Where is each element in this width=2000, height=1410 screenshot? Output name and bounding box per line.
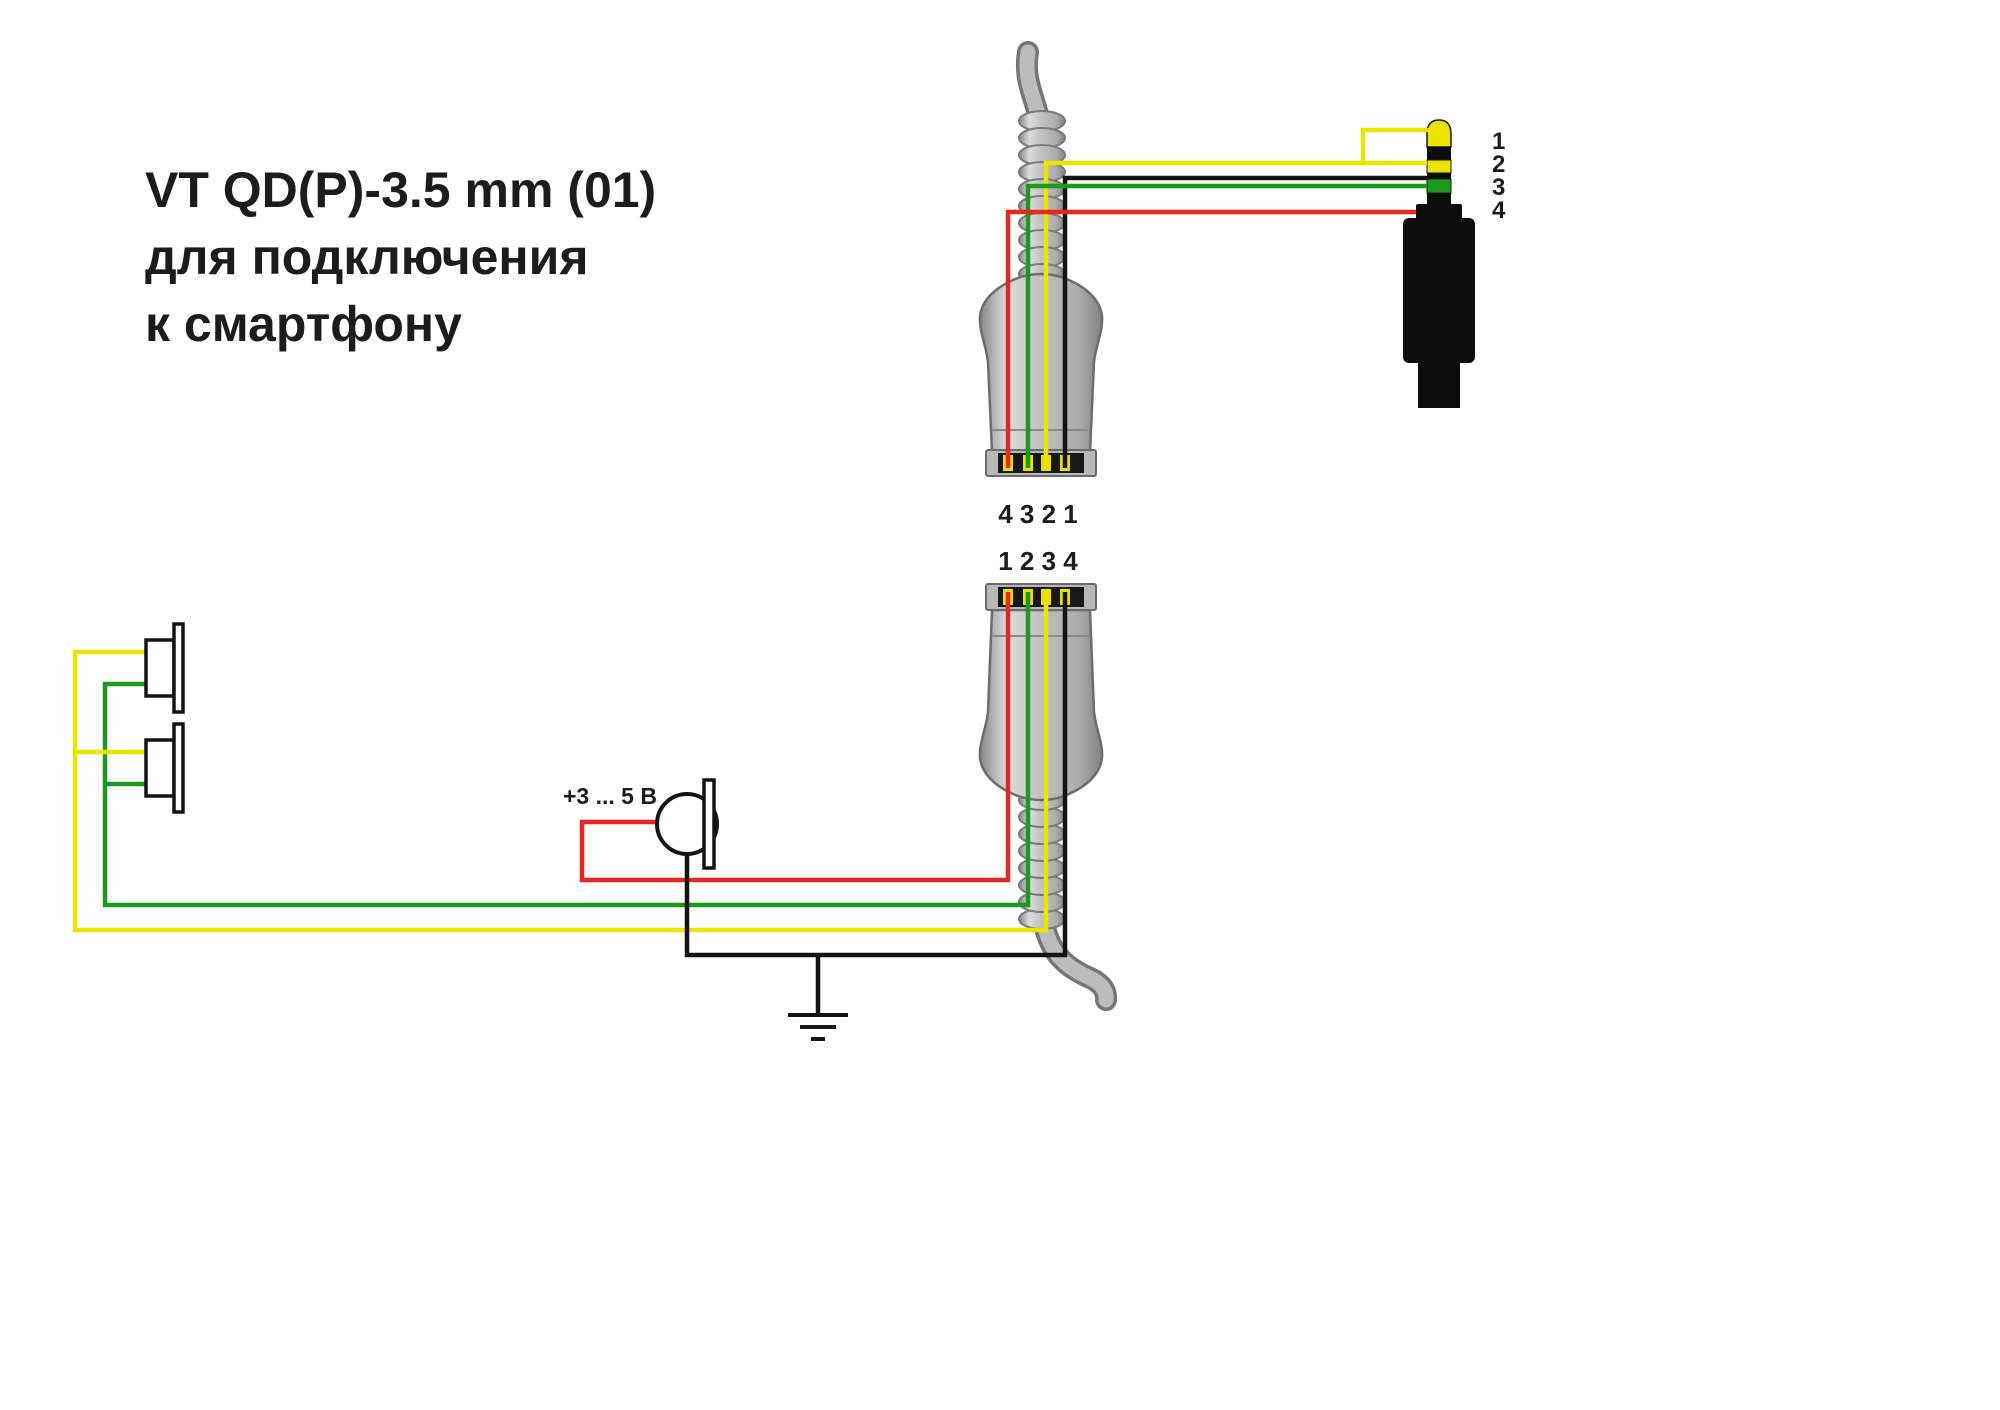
connector-face-bottom [985,583,1097,611]
jack-housing [1403,218,1475,363]
ground-bars [788,1013,848,1041]
jack-collar [1416,204,1462,220]
speaker-2-magnet [144,738,176,798]
trs-jack: 1 2 3 4 [1403,119,1506,408]
title: VT QD(P)-3.5 mm (01) для подключения к с… [145,162,656,352]
mic-plate [702,778,716,870]
jack-pin-label-4: 4 [1492,197,1506,224]
strain-relief-bottom [1018,789,1066,930]
connector-body-top [978,272,1104,454]
wire-red-top [1005,209,1416,468]
jack-ring-1 [1426,159,1452,174]
jack-insulator-1 [1427,147,1451,160]
title-line-1: VT QD(P)-3.5 mm (01) [145,162,656,218]
jack-insulator-3 [1427,193,1451,205]
title-line-2: для подключения [145,229,589,285]
qd-connector-bottom [978,583,1118,1011]
connector-face-top [985,449,1097,477]
jack-pin-label-2: 2 [1492,151,1505,178]
wire-yellow-top [1043,127,1429,468]
wire-black-top [1062,175,1427,468]
qd-connector-top [978,41,1104,477]
wire-yellow-bottom [72,592,1049,933]
ground-symbol [788,1013,848,1041]
speaker-1-magnet [144,638,176,698]
jack-tip [1426,119,1452,148]
wire-green-top [1025,183,1427,468]
wire-green-bottom [102,592,1031,908]
microphone: +3 ... 5 В [563,778,719,870]
wire-black-bottom [684,592,1068,1013]
jack-housing-lower [1418,362,1460,408]
speaker-2 [144,722,185,814]
jack-insulator-2 [1427,173,1451,179]
jack-ring-2 [1426,178,1452,194]
mic-voltage-label: +3 ... 5 В [563,783,657,809]
mic-capsule [655,792,719,856]
wire-red-bottom [579,592,1011,883]
qd-bottom-pin-labels: 1 2 3 4 [998,546,1078,576]
cable-bottom-core [1034,906,1114,1008]
speaker-1-diaphragm [172,622,185,714]
qd-top-pin-labels: 4 3 2 1 [998,499,1078,529]
wires [72,127,1429,1013]
title-line-3: к смартфону [145,296,462,352]
speaker-1 [144,622,185,714]
connector-body-bottom [978,608,1104,802]
jack-pin-label-1: 1 [1492,128,1505,155]
speaker-2-diaphragm [172,722,185,814]
jack-pin-label-3: 3 [1492,174,1505,201]
jack-pin-labels: 1 2 3 4 [1492,128,1506,224]
